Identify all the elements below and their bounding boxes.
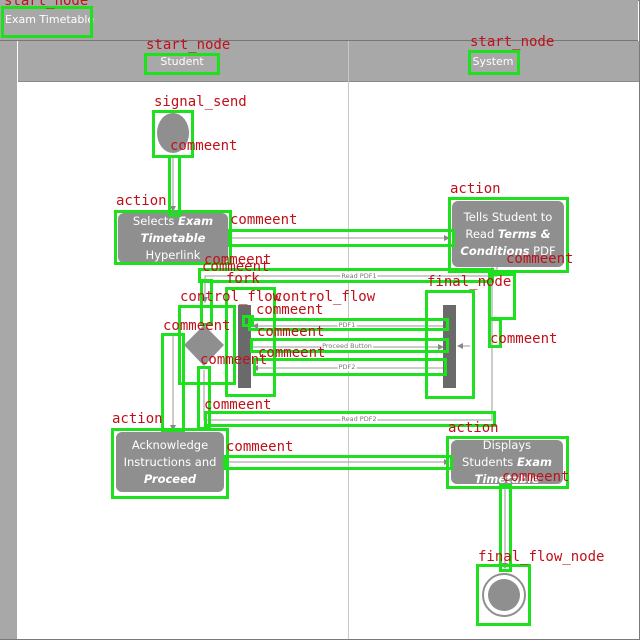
ann-box-cm9 xyxy=(488,318,502,348)
ann-box-cm6 xyxy=(248,318,449,331)
lane-label-student: Student xyxy=(160,55,204,68)
ann-box-cm13 xyxy=(223,455,453,470)
title-bar: Exam Timetable xyxy=(0,0,638,41)
ann-label-cm11: commeent xyxy=(200,352,268,368)
action-selects-exam-timetable: Selects Exam Timetable Hyperlink xyxy=(118,213,228,263)
decision-diamond xyxy=(184,325,224,366)
ann-label-ack: action xyxy=(112,411,163,427)
lane-label-system: System xyxy=(472,55,514,68)
tells-text-post: PDF xyxy=(529,243,556,258)
edge-label-read-pdf2: Read PDF2 xyxy=(340,415,378,423)
ann-box-cm4 xyxy=(200,279,213,326)
ack-text-pre: Acknowledge Instructions and xyxy=(123,437,217,469)
ann-label-cm1: commeent xyxy=(170,138,238,154)
ann-label-selects: action xyxy=(116,193,167,209)
ann-label-cm9: commeent xyxy=(490,331,558,347)
ann-box-cf1 xyxy=(178,305,236,385)
lane-header-student: Student xyxy=(18,41,348,82)
selects-text-post: Hyperlink xyxy=(145,247,201,262)
selects-text-em: Exam Timetable xyxy=(140,213,214,245)
ann-box-cm1 xyxy=(168,155,181,217)
ann-box-cm12 xyxy=(204,411,496,427)
ann-box-title xyxy=(1,6,93,38)
ann-label-cm7: commeent xyxy=(163,318,231,334)
ann-label-cm12: commeent xyxy=(204,397,272,413)
ann-box-cm2 xyxy=(228,229,455,247)
ann-box-cm10 xyxy=(253,358,447,376)
final-node-ring xyxy=(482,573,526,617)
ann-box-cm14 xyxy=(499,484,512,572)
ann-label-cm6: commeent xyxy=(256,302,324,318)
ann-label-cf2: control_flow xyxy=(274,289,376,305)
action-displays-exam-timetable: Displays Students Exam Timetable xyxy=(451,437,563,486)
ann-label-cm4: commeent xyxy=(202,259,270,275)
ann-label-cm3: commeent xyxy=(204,252,272,268)
final-node-dot xyxy=(488,579,520,611)
ack-text-em: Proceed xyxy=(143,471,197,486)
ann-label-system: start_node xyxy=(470,34,555,50)
ann-label-final: final_node xyxy=(427,274,512,290)
ann-box-cm5 xyxy=(488,273,516,320)
edge-label-pdf2: PDF2 xyxy=(337,363,357,371)
ann-label-signal: signal_send xyxy=(154,94,247,110)
ann-label-tells: action xyxy=(450,181,501,197)
ann-label-displays: action xyxy=(448,420,499,436)
ann-label-cm10: commeent xyxy=(258,345,326,361)
left-gutter xyxy=(0,41,17,639)
edge-label-read-pdf1: Read PDF1 xyxy=(340,272,378,280)
tells-text-em: Terms & Conditions xyxy=(460,226,551,258)
displays-text-em: Exam Timetable xyxy=(474,454,552,486)
ann-box-flowend xyxy=(476,564,531,626)
ann-box-cm7 xyxy=(161,333,185,432)
initial-node-shape xyxy=(157,113,189,153)
ann-label-cm2: commeent xyxy=(230,212,298,228)
edge-label-proceed-button: Proceed Button xyxy=(321,342,373,350)
edge-label-pdf1: PDF1 xyxy=(337,321,357,329)
ann-box-final xyxy=(425,290,475,399)
ann-label-cm5: commeent xyxy=(506,251,574,267)
ann-box-fork xyxy=(225,287,276,397)
lane-header-system: System xyxy=(349,41,639,82)
tells-text-pre: Tells Student to Read xyxy=(463,209,553,241)
ann-label-fork: fork xyxy=(226,271,260,287)
ann-label-flowend: final_flow_node xyxy=(478,549,605,565)
ann-label-title: start_node xyxy=(4,0,89,9)
ann-label-cm8: commeent xyxy=(257,324,325,340)
ann-box-cm8 xyxy=(250,338,449,353)
ann-label-cm13: commeent xyxy=(226,439,294,455)
ann-box-ack xyxy=(111,428,229,499)
ann-label-cf1: control_flow xyxy=(180,289,282,305)
ann-box-student xyxy=(144,53,220,75)
displays-text-pre: Displays Students xyxy=(462,437,532,469)
selects-text-pre: Selects xyxy=(132,213,179,228)
ann-label-student: start_node xyxy=(146,37,231,53)
action-tells-student-read-terms: Tells Student to Read Terms & Conditions… xyxy=(452,201,564,267)
diagram-title: Exam Timetable xyxy=(5,13,95,26)
ann-box-tells xyxy=(448,197,569,273)
ann-label-cm14: commeent xyxy=(502,469,570,485)
action-acknowledge-proceed: Acknowledge Instructions and Proceed xyxy=(116,432,224,492)
ann-box-displays xyxy=(446,436,569,489)
ann-box-system xyxy=(468,50,520,75)
